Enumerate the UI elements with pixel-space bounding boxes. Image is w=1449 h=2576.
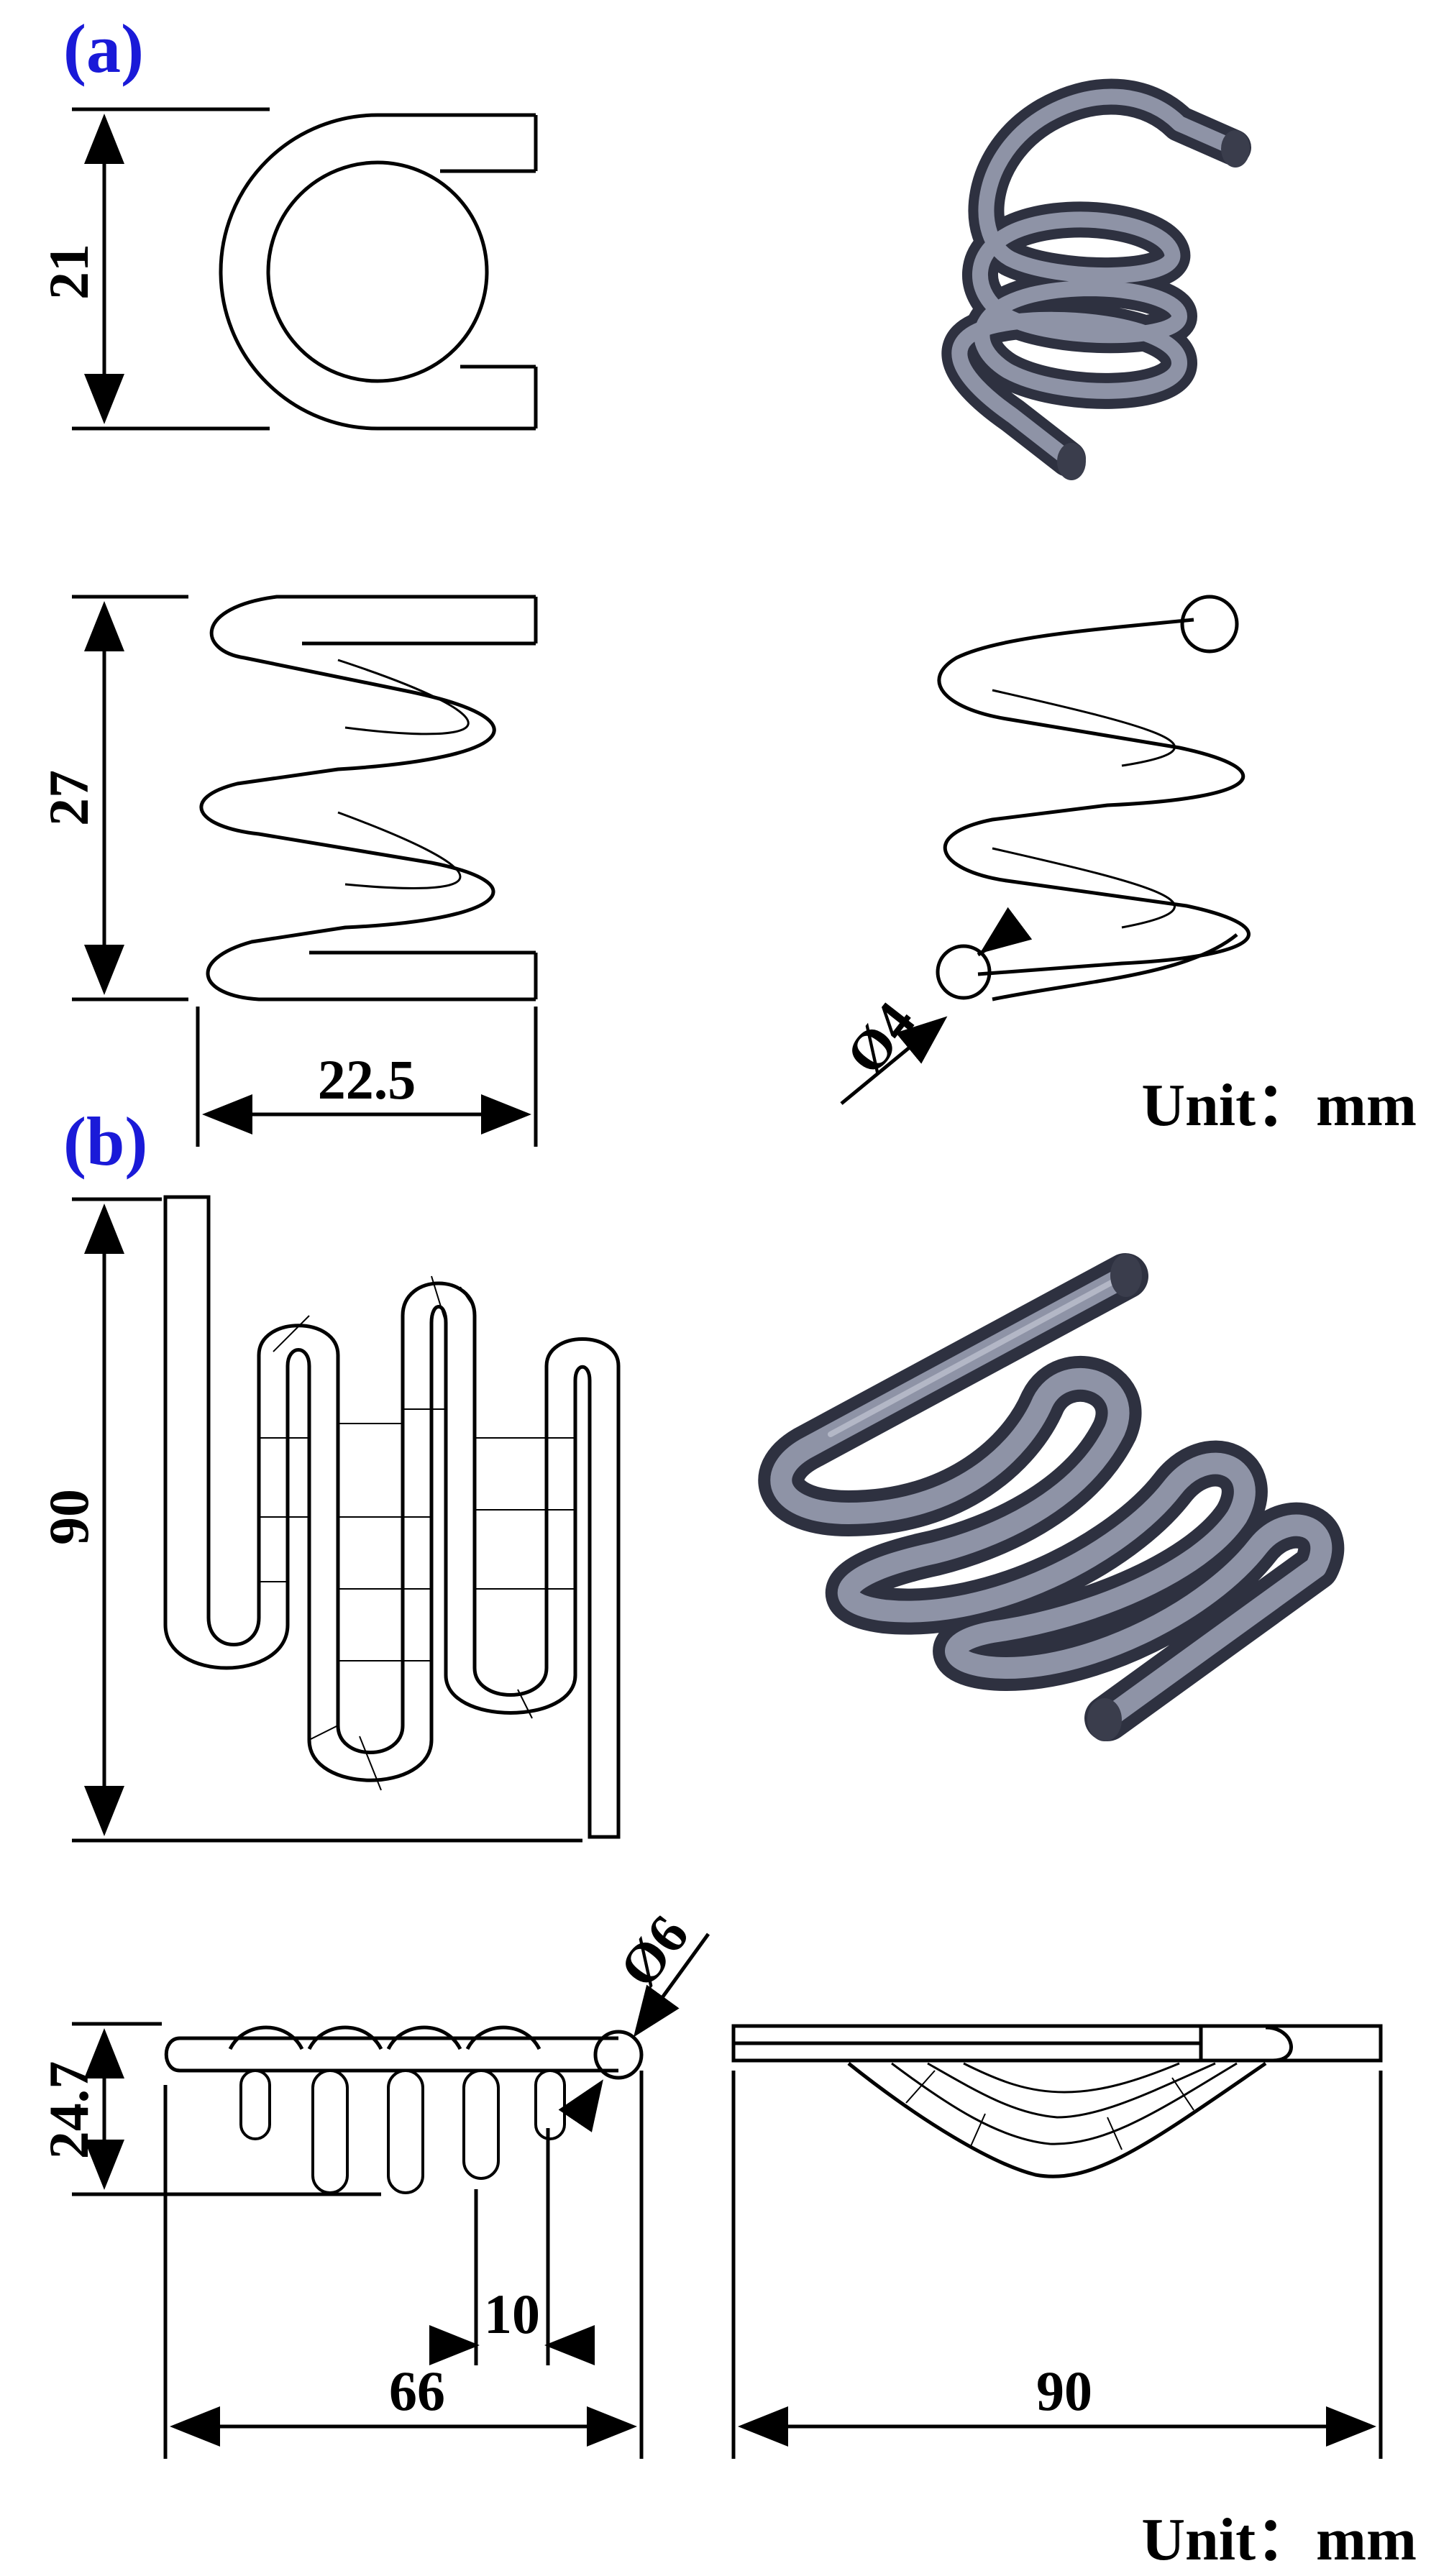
dimension-height-27 <box>72 595 188 1001</box>
dimension-diameter-6 <box>558 1933 710 2132</box>
dimension-width-66 <box>163 2071 644 2459</box>
panel-a-label: (a) <box>63 10 144 87</box>
dimension-24-7-label: 24.7 <box>37 2061 100 2160</box>
coil-spring-wire-view <box>936 595 1251 1001</box>
dimension-length-90 <box>731 2071 1383 2459</box>
dimension-pitch-10 <box>429 2128 595 2365</box>
serpentine-front-view <box>163 1195 621 1839</box>
dimension-10-label: 10 <box>484 2283 540 2345</box>
dimension-21-label: 21 <box>37 244 100 300</box>
coil-spring-top-view <box>219 113 538 431</box>
dimension-height-24-7 <box>72 2022 381 2196</box>
dimension-27-label: 27 <box>37 770 100 826</box>
dimension-90-front-label: 90 <box>37 1489 100 1545</box>
coil-spring-3d-view <box>941 78 1251 480</box>
dimension-height-21 <box>72 107 270 431</box>
panel-b-label: (b) <box>63 1103 147 1180</box>
dimension-diameter-4-label: Ø4 <box>833 991 927 1086</box>
dimension-diameter-4 <box>840 907 1033 1105</box>
unit-label-a: Unit：mm <box>1141 1072 1417 1139</box>
unit-label-b: Unit：mm <box>1141 2506 1417 2573</box>
dimension-height-90 <box>72 1197 582 1843</box>
serpentine-top-view <box>731 2024 1383 2178</box>
dimension-90-bottom-label: 90 <box>1036 2360 1092 2422</box>
dimension-width-22-5 <box>196 1007 538 1147</box>
serpentine-side-view <box>164 2025 644 2194</box>
serpentine-3d-view <box>758 1253 1345 1741</box>
dimension-66-label: 66 <box>389 2360 445 2422</box>
dimension-22-5-label: 22.5 <box>318 1048 416 1111</box>
dimension-diameter-6-label: Ø6 <box>607 1904 700 1999</box>
coil-spring-side-view <box>199 595 538 1001</box>
